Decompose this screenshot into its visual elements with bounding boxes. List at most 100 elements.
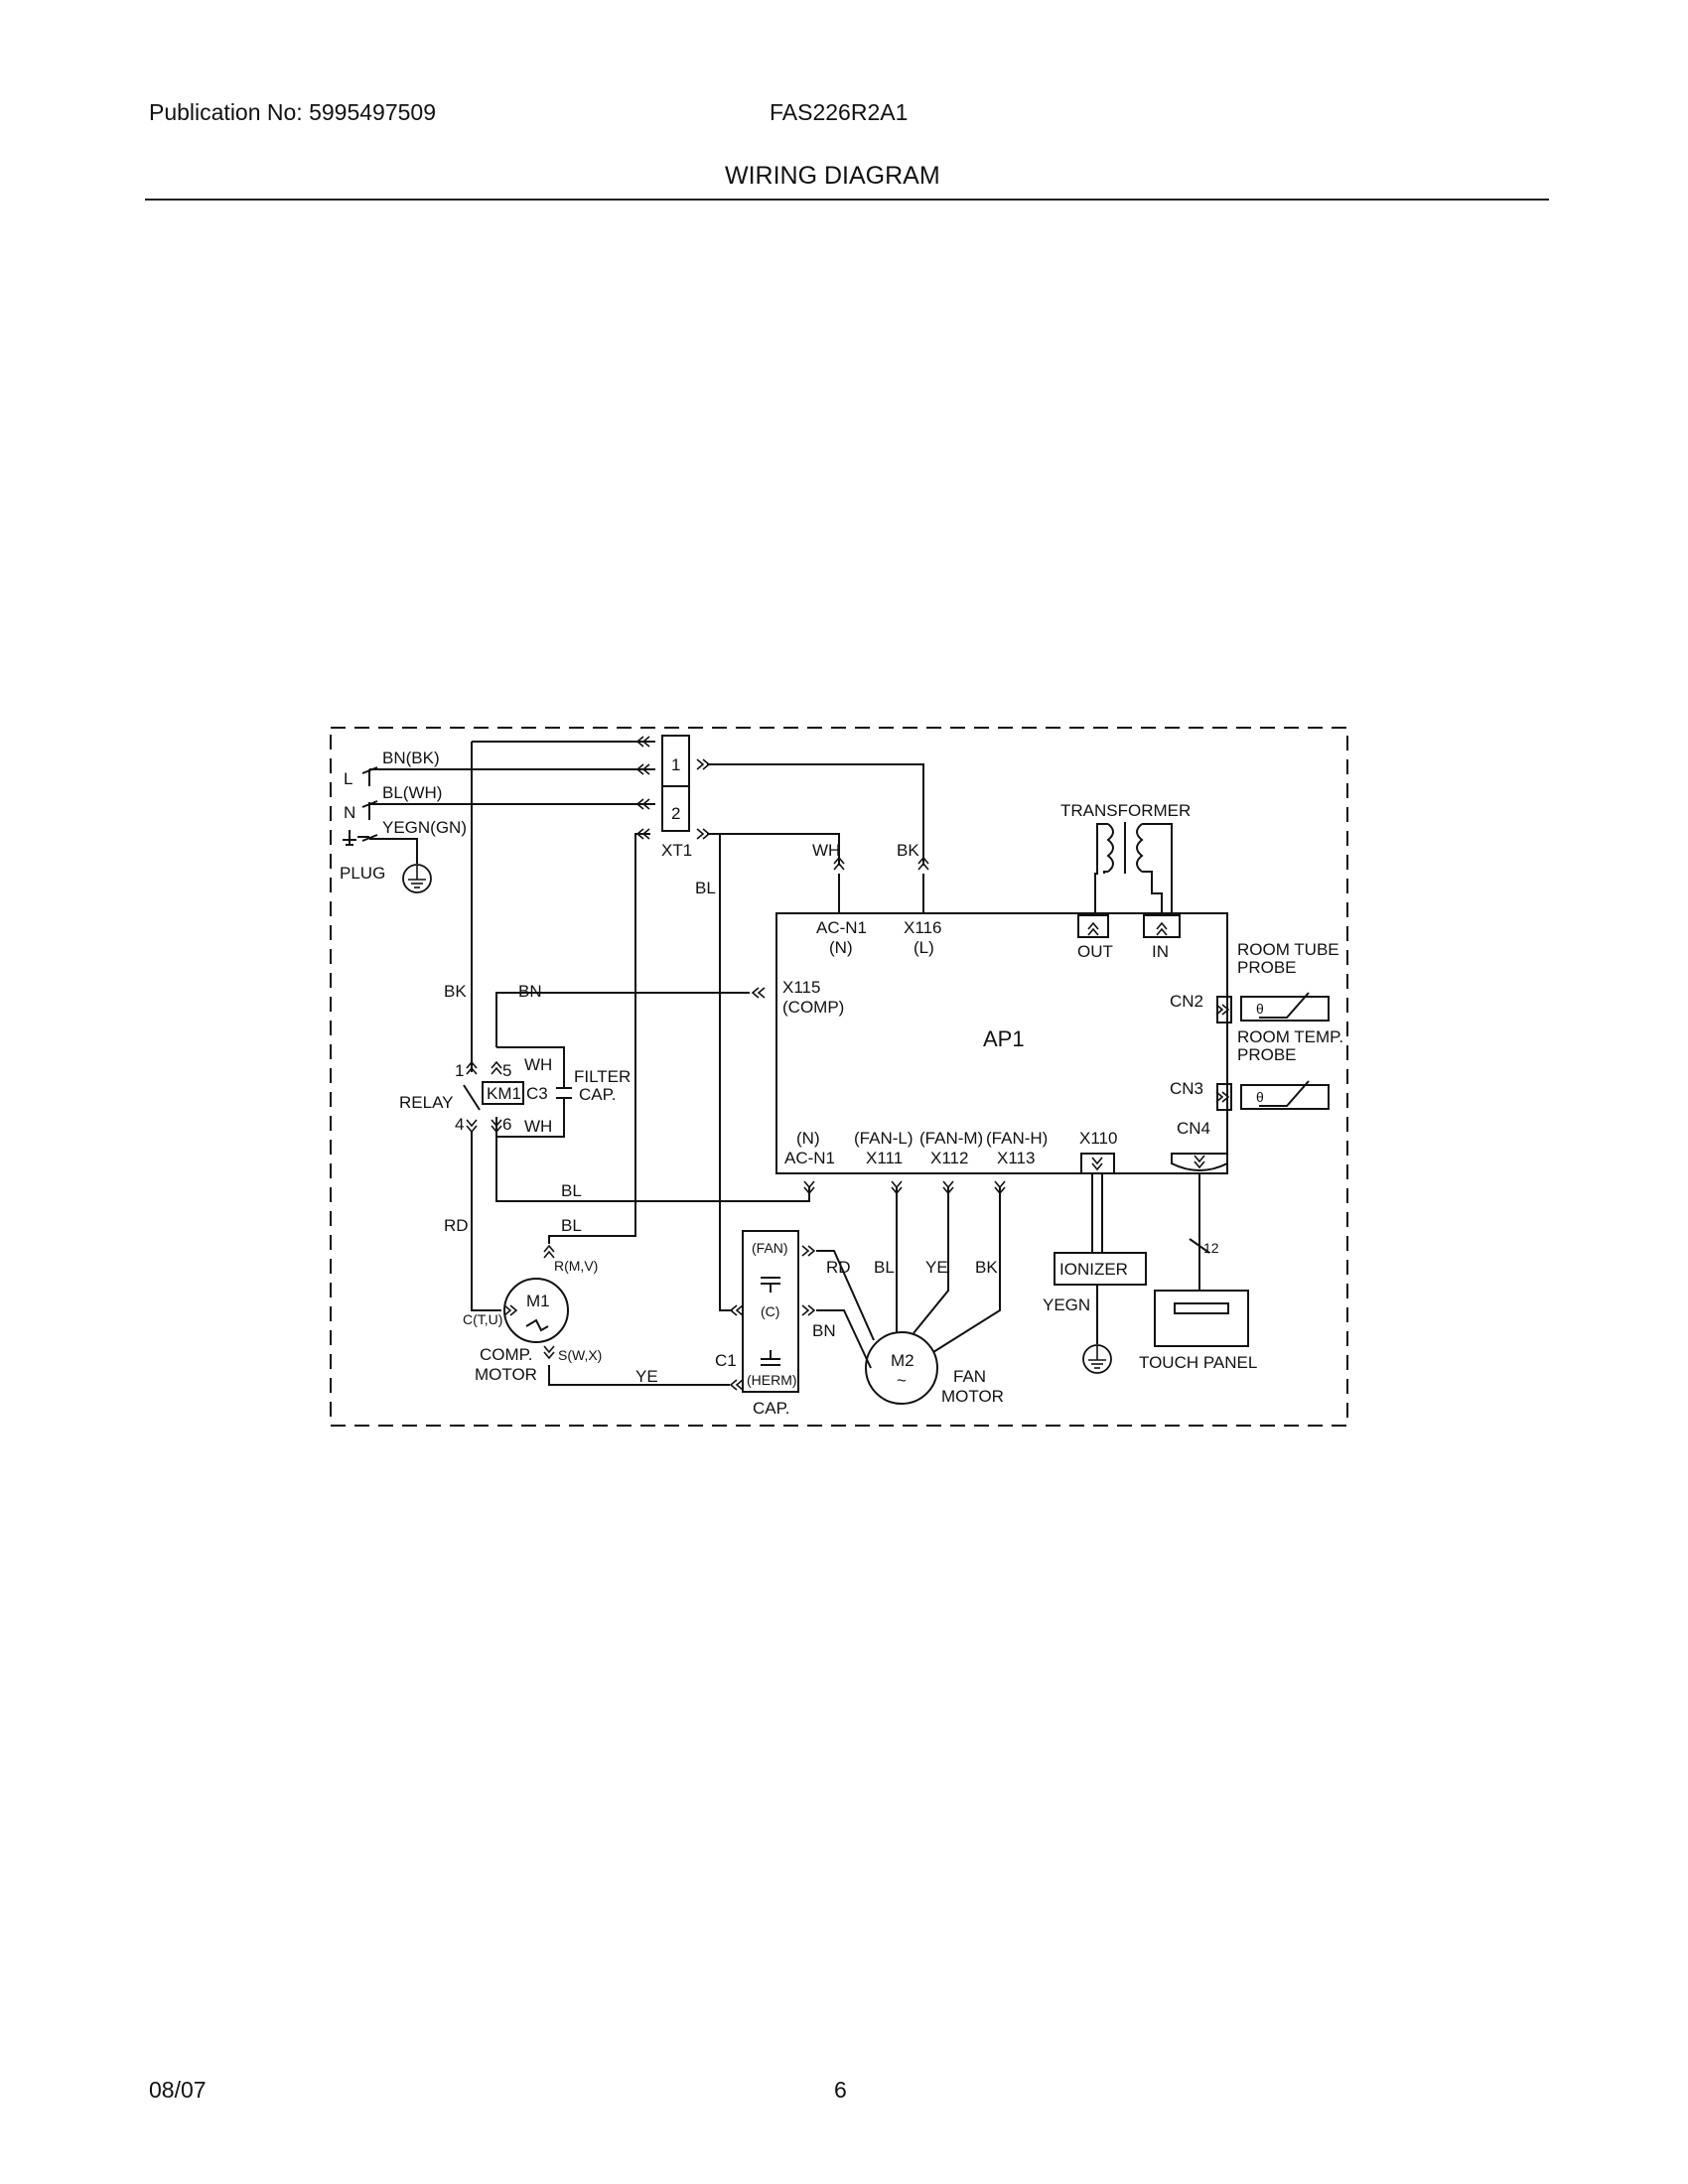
cn3-connector [1216, 1083, 1232, 1111]
page-number: 6 [834, 2077, 847, 2103]
wire-ye-label: YE [635, 1367, 658, 1386]
room-tube-label: ROOM TUBE [1237, 940, 1339, 959]
terminal-block-xt1 [661, 735, 690, 832]
xt1-pos2-label: 2 [671, 804, 680, 823]
relay-pin5-label: 5 [502, 1061, 511, 1080]
filter-cap-label: CAP. [579, 1085, 617, 1104]
wire-yegn-gn-label: YEGN(GN) [382, 818, 467, 837]
acn1-top-label: AC-N1 [816, 918, 867, 937]
page-title: WIRING DIAGRAM [725, 162, 940, 190]
cn4-label: CN4 [1177, 1119, 1210, 1138]
wire-bl-mid-label: BL [561, 1181, 582, 1200]
room-temp-probe-label: PROBE [1237, 1045, 1297, 1064]
x110-label: X110 [1079, 1129, 1117, 1148]
cap-fan-label: (FAN) [752, 1240, 788, 1256]
ionizer [1054, 1252, 1147, 1286]
m1-label: M1 [526, 1292, 550, 1310]
n-bottom-label: (N) [796, 1129, 820, 1148]
control-board-ap1 [775, 912, 1228, 1174]
relay-coil-label: KM1 [487, 1084, 521, 1103]
compressor-motor-m1 [503, 1278, 569, 1343]
plug-n-label: N [344, 803, 355, 822]
room-temp-probe [1240, 1084, 1330, 1110]
m2-tilde-label: ~ [897, 1371, 907, 1390]
wire-bk-relay [471, 741, 655, 1072]
wire-bl-comp [548, 833, 650, 1244]
wire-line [361, 766, 655, 786]
header-divider [145, 199, 1549, 201]
relay-label: RELAY [399, 1093, 454, 1112]
room-temp-label: ROOM TEMP. [1237, 1027, 1343, 1046]
cn2-label: CN2 [1170, 992, 1203, 1011]
wire-bk-left-label: BK [444, 982, 467, 1001]
wire-bk-fan-label: BK [975, 1258, 998, 1277]
x115-label: X115 [782, 978, 820, 997]
transformer-out-connector [1077, 914, 1109, 938]
footer-date: 08/07 [149, 2077, 207, 2103]
plug-ground-icon [402, 864, 432, 893]
wire-ye-fanm [913, 1186, 949, 1334]
cap-label: CAP. [753, 1399, 790, 1418]
wire-bn-fan [816, 1309, 872, 1369]
x116-label: X116 [904, 918, 941, 937]
acn1-bottom-label: AC-N1 [784, 1149, 835, 1167]
fan-motor-label-1: FAN [953, 1367, 986, 1386]
comp-label-1: COMP. [480, 1345, 533, 1364]
comp-label: (COMP) [782, 998, 844, 1017]
transformer-in-connector [1143, 914, 1181, 938]
n-top-label: (N) [829, 938, 853, 957]
xt1-pos1-label: 1 [671, 755, 680, 774]
temp-theta-label: θ [1256, 1089, 1264, 1105]
plug-label: PLUG [340, 864, 385, 883]
ap1-label: AP1 [983, 1026, 1025, 1051]
wire-bk-fanh [932, 1186, 1001, 1353]
cn2-connector [1216, 996, 1232, 1024]
model-number: FAS226R2A1 [770, 99, 909, 125]
wire-wh-5-label: WH [524, 1055, 552, 1074]
cap-herm-label: (HERM) [747, 1372, 797, 1388]
wire-bl-xt1-label: BL [695, 879, 716, 897]
wire-bk-x116 [707, 763, 924, 866]
xt1-label: XT1 [661, 841, 692, 860]
wire-rd-left-label: RD [444, 1216, 469, 1235]
diagram-boundary [330, 727, 1348, 1427]
ionizer-label: IONIZER [1059, 1260, 1128, 1279]
run-capacitor [742, 1230, 799, 1393]
wire-ground [357, 834, 418, 864]
wire-bl-cap [719, 834, 733, 1311]
wire-rd-fan [816, 1250, 875, 1341]
m1-s-label: S(W,X) [558, 1347, 602, 1363]
cn4-connector [1171, 1153, 1228, 1171]
relay-pin6-label: 6 [502, 1115, 511, 1134]
touch-panel [1154, 1290, 1249, 1347]
m1-r-label: R(M,V) [554, 1258, 598, 1274]
fan-h-label: (FAN-H) [986, 1129, 1048, 1148]
cn3-label: CN3 [1170, 1079, 1203, 1098]
wire-bn-comp [495, 992, 750, 1047]
relay-coil-km1 [482, 1081, 524, 1105]
x110-connector [1080, 1153, 1115, 1174]
room-tube-probe [1240, 996, 1330, 1022]
wire-bk-top-label: BK [897, 841, 919, 860]
transformer-in-label: IN [1152, 942, 1169, 961]
wire-wh-top-label: WH [812, 841, 840, 860]
plug-l-label: L [344, 769, 352, 788]
m1-c-label: C(T,U) [463, 1311, 502, 1327]
wire-bl-acn1 [495, 1137, 810, 1202]
publication-number: Publication No: 5995497509 [149, 99, 437, 125]
wire-rd-fan-label: RD [826, 1258, 851, 1277]
wire-bl-low-label: BL [561, 1216, 582, 1235]
touch-panel-label: TOUCH PANEL [1139, 1353, 1257, 1372]
wire-wh-6-label: WH [524, 1117, 552, 1136]
wire-wh-acn1 [707, 833, 840, 866]
transformer-primary [1106, 823, 1144, 873]
wire-bl-fan-label: BL [874, 1258, 895, 1277]
transformer-label: TRANSFORMER [1060, 801, 1191, 820]
wire-rd-relay [471, 1132, 501, 1311]
wire-neutral [361, 800, 655, 820]
wire-ye [548, 1365, 730, 1386]
fan-motor-label-2: MOTOR [941, 1387, 1004, 1406]
yegn-label: YEGN [1043, 1296, 1090, 1314]
x112-label: X112 [930, 1149, 968, 1167]
